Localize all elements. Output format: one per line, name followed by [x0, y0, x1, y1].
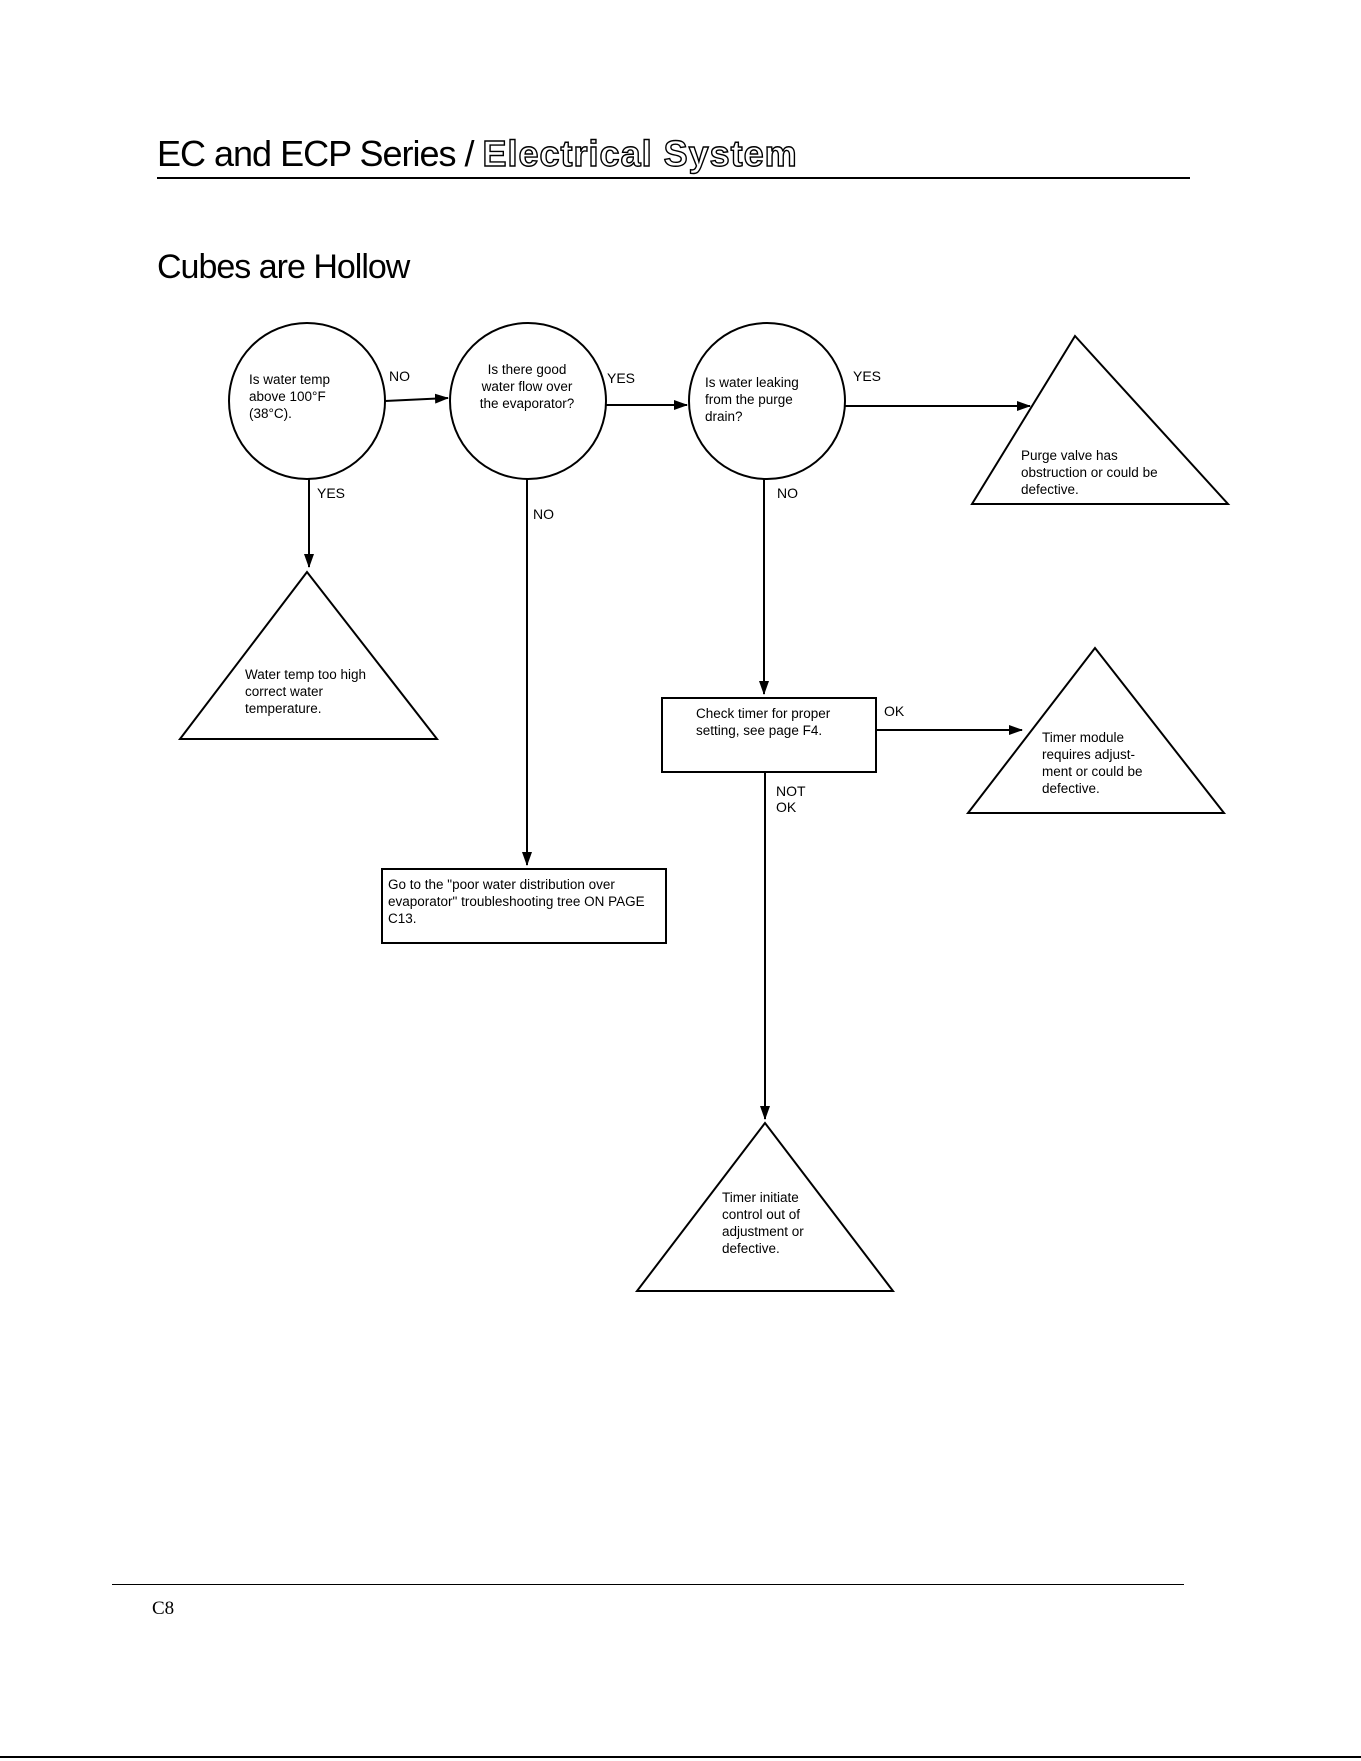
edge-timer-not-ok-label-1: NOT	[776, 783, 806, 799]
page-number: C8	[152, 1598, 175, 1619]
action-poor-distribution-text: Go to the "poor water distribution over …	[388, 877, 645, 926]
result-timer-module	[965, 646, 1227, 814]
section-header: EC and ECP Series / Electrical System	[157, 133, 798, 174]
edge-temp-no	[384, 393, 449, 404]
bottom-rule	[0, 1756, 1361, 1758]
edge-flow-no-label: NO	[533, 506, 554, 522]
result-timer-initiate	[634, 1121, 896, 1292]
result-purge-valve-text: Purge valve has obstruction or could be …	[1021, 448, 1158, 497]
edge-temp-yes-label: YES	[317, 485, 346, 501]
edge-timer-ok-label: OK	[884, 703, 905, 719]
result-purge-valve	[970, 334, 1231, 505]
edge-leak-yes-label: YES	[853, 368, 882, 384]
result-timer-module-text: Timer module requires adjust- ment or co…	[1042, 730, 1143, 796]
action-check-timer	[661, 697, 877, 773]
edge-timer-not-ok-label-2: OK	[776, 799, 797, 815]
decision-water-temp-text: Is water temp above 100°F (38°C).	[249, 372, 331, 421]
decision-leaking	[688, 322, 846, 480]
edge-flow-yes-label: YES	[607, 370, 636, 386]
header-rule	[157, 177, 1190, 179]
edge-leak-no-label: NO	[777, 485, 798, 501]
page-title: Cubes are Hollow	[157, 248, 410, 286]
decision-water-flow-text: Is there good water flow over the evapor…	[479, 362, 575, 411]
action-check-timer-text: Check timer for proper setting, see page…	[696, 706, 831, 738]
edge-temp-no-label: NO	[389, 368, 410, 384]
action-poor-distribution	[381, 868, 667, 944]
result-water-temp-high	[177, 570, 440, 740]
result-timer-initiate-text: Timer initiate control out of adjustment…	[722, 1190, 804, 1256]
section-label: Electrical System	[482, 133, 798, 174]
series-label: EC and ECP Series /	[157, 133, 483, 174]
result-water-temp-high-text: Water temp too high correct water temper…	[245, 667, 367, 716]
footer-rule	[112, 1584, 1184, 1585]
decision-leaking-text: Is water leaking from the purge drain?	[705, 375, 799, 424]
